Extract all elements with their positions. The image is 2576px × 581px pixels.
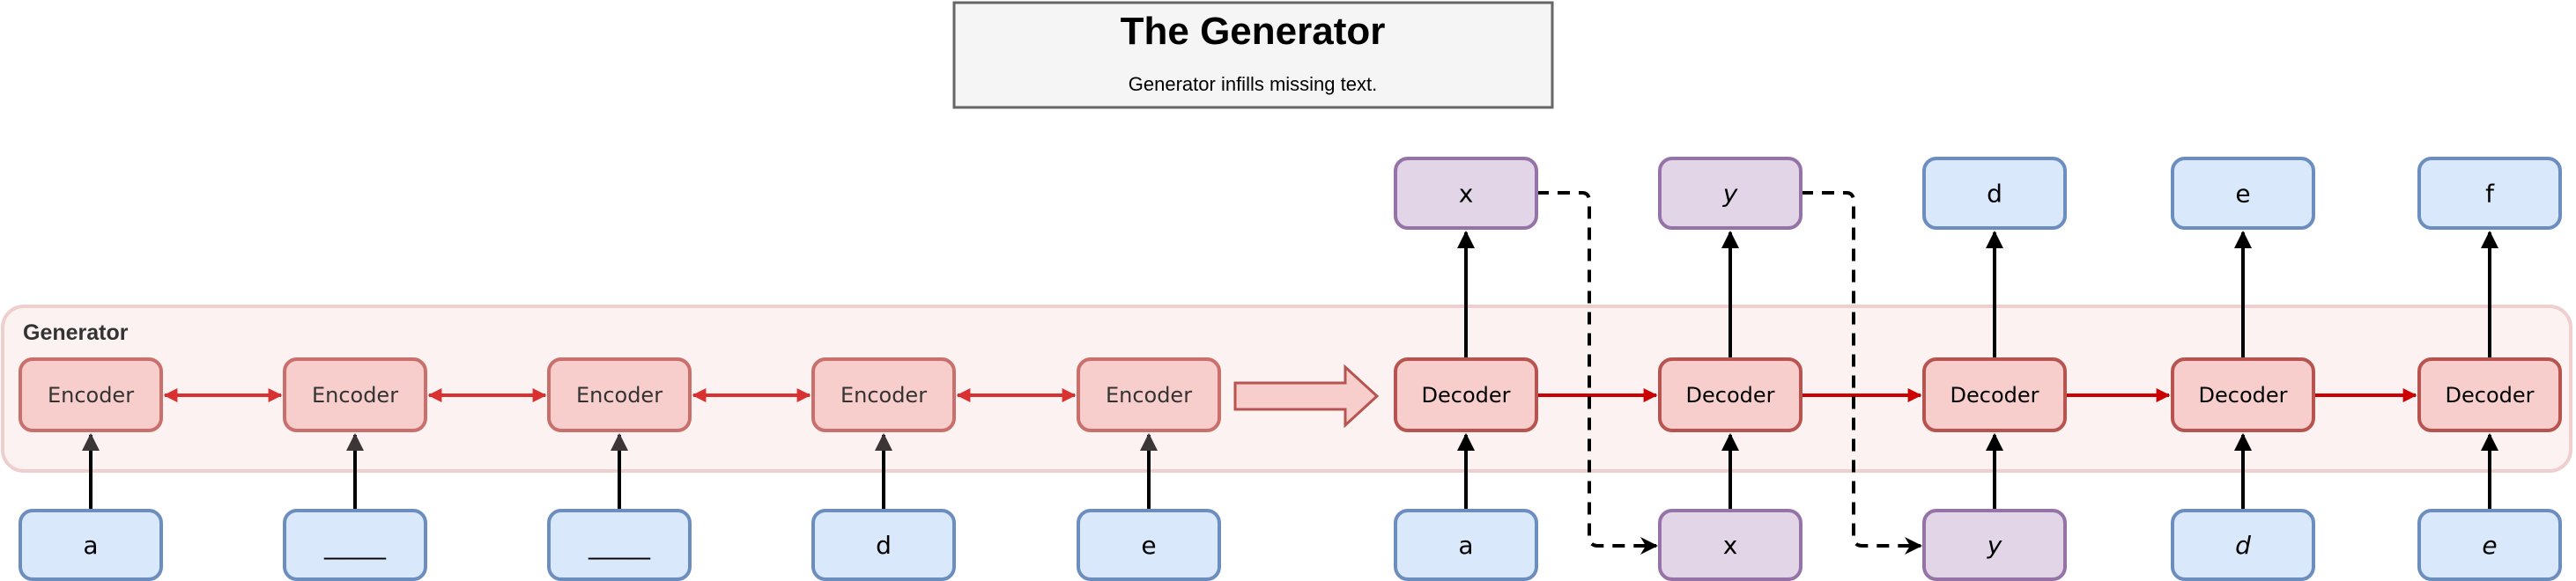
feedback-dashed-arrow bbox=[1536, 191, 1658, 555]
encoder-block-label: Encoder bbox=[312, 383, 398, 408]
encoder-input-token-label: _____ bbox=[588, 531, 651, 560]
encoder-input-token: _____ bbox=[283, 509, 427, 581]
decoder-block-label: Decoder bbox=[2199, 383, 2288, 408]
feedback-dashed-arrow bbox=[1801, 191, 1922, 555]
decoder-input-token: x bbox=[1658, 509, 1802, 581]
decoder-block: Decoder bbox=[1658, 357, 1802, 432]
encoder-to-decoder-arrow bbox=[1233, 364, 1380, 429]
encoder-input-token: d bbox=[811, 509, 956, 581]
encoder-block-label: Encoder bbox=[48, 383, 134, 408]
decoder-block: Decoder bbox=[1922, 357, 2067, 432]
encoder-block: Encoder bbox=[283, 357, 427, 432]
encoder-input-token-label: d bbox=[876, 531, 892, 560]
encoder-block: Encoder bbox=[547, 357, 692, 432]
encoder-block: Encoder bbox=[1077, 357, 1221, 432]
decoder-output-token-label: d bbox=[1987, 180, 2002, 209]
decoder-output-token: e bbox=[2171, 157, 2315, 230]
encoder-input-token-label: a bbox=[83, 531, 98, 560]
encoder-block-label: Encoder bbox=[1106, 383, 1192, 408]
decoder-output-token: x bbox=[1394, 157, 1538, 230]
encoder-block-label: Encoder bbox=[576, 383, 663, 408]
decoder-block: Decoder bbox=[1394, 357, 1538, 432]
decoder-block-label: Decoder bbox=[1422, 383, 1511, 408]
decoder-block-label: Decoder bbox=[1951, 383, 2039, 408]
decoder-input-token-label: x bbox=[1723, 531, 1738, 560]
decoder-input-token: a bbox=[1394, 509, 1538, 581]
decoder-input-token-label: y bbox=[1987, 531, 2002, 560]
decoder-input-token: y bbox=[1922, 509, 2067, 581]
decoder-output-token-label: f bbox=[2485, 180, 2495, 209]
encoder-input-token-label: e bbox=[1141, 531, 1156, 560]
decoder-input-token: d bbox=[2171, 509, 2315, 581]
decoder-block-label: Decoder bbox=[2446, 383, 2535, 408]
diagram-subtitle: Generator infills missing text. bbox=[1129, 73, 1377, 95]
encoder-input-token: a bbox=[19, 509, 163, 581]
encoder-block: Encoder bbox=[19, 357, 163, 432]
decoder-input-token-label: a bbox=[1458, 531, 1473, 560]
decoder-output-token: y bbox=[1658, 157, 1802, 230]
decoder-output-token-label: y bbox=[1722, 180, 1738, 209]
decoder-input-token-label: d bbox=[2235, 531, 2251, 560]
decoder-output-token: f bbox=[2417, 157, 2562, 230]
decoder-block: Decoder bbox=[2171, 357, 2315, 432]
encoder-block-label: Encoder bbox=[840, 383, 927, 408]
decoder-output-token-label: x bbox=[1459, 180, 1474, 209]
decoder-block-label: Decoder bbox=[1686, 383, 1775, 408]
decoder-input-token: e bbox=[2417, 509, 2562, 581]
encoder-input-token: _____ bbox=[547, 509, 692, 581]
title-box: The Generator Generator infills missing … bbox=[952, 1, 1554, 109]
decoder-output-token: d bbox=[1922, 157, 2067, 230]
encoder-input-token: e bbox=[1077, 509, 1221, 581]
encoder-input-token-label: _____ bbox=[323, 531, 387, 560]
encoder-block: Encoder bbox=[811, 357, 956, 432]
decoder-block: Decoder bbox=[2417, 357, 2562, 432]
decoder-input-token-label: e bbox=[2482, 531, 2497, 560]
diagram-title: The Generator bbox=[1121, 10, 1386, 53]
generator-label: Generator bbox=[23, 320, 129, 345]
decoder-output-token-label: e bbox=[2235, 180, 2250, 209]
